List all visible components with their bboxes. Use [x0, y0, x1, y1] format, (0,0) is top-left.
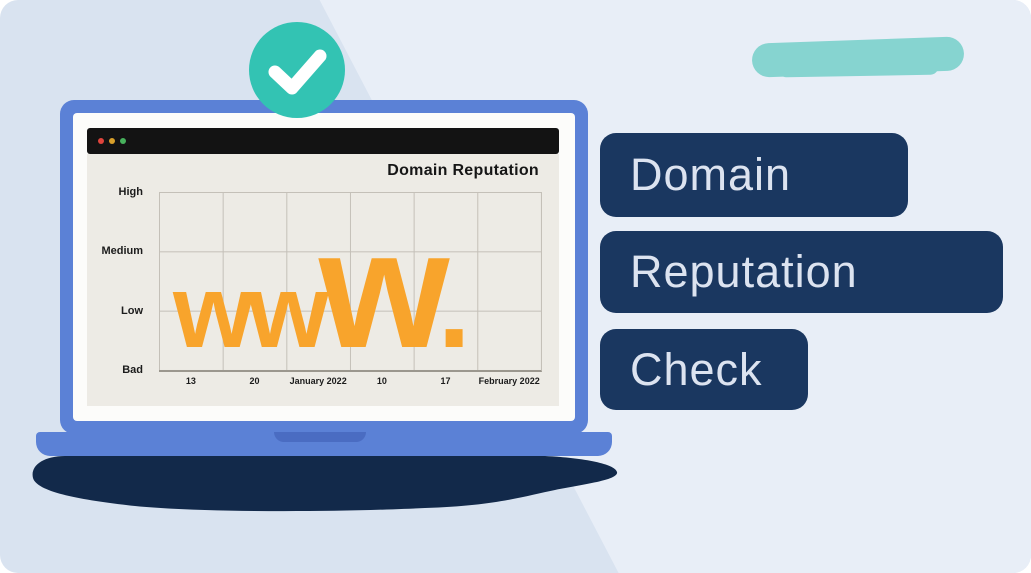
y-axis-label-high: High	[118, 186, 143, 198]
traffic-light-yellow-icon	[109, 138, 115, 144]
www-watermark: www.	[173, 205, 471, 373]
pill-reputation: Reputation	[600, 231, 1003, 313]
www-letters: ww	[173, 253, 329, 370]
check-badge	[249, 22, 345, 118]
laptop-base	[36, 432, 612, 456]
traffic-light-green-icon	[120, 138, 126, 144]
pill-domain: Domain	[600, 133, 908, 217]
traffic-light-red-icon	[98, 138, 104, 144]
y-axis-label-bad: Bad	[122, 364, 143, 376]
www-tall-letter: w	[318, 194, 450, 383]
www-period: .	[437, 238, 471, 373]
x-axis-label: 17	[440, 376, 451, 386]
x-axis-label: February 2022	[478, 376, 540, 386]
x-axis-label: 10	[376, 376, 387, 386]
laptop-ink-shadow	[32, 456, 618, 512]
laptop-screen: Domain Reputation High Medium Low Bad ww…	[60, 100, 588, 434]
pill-domain-label: Domain	[630, 149, 792, 200]
x-axis-label: January 2022	[289, 376, 347, 386]
chart-title: Domain Reputation	[387, 162, 539, 179]
chart-y-axis: High Medium Low Bad	[87, 186, 151, 376]
x-axis-label: 13	[185, 376, 196, 386]
checkmark-icon	[268, 49, 327, 95]
y-axis-label-low: Low	[121, 304, 143, 317]
chart-plot-grid	[159, 192, 542, 372]
pill-check-label: Check	[630, 343, 763, 395]
browser-titlebar	[87, 128, 559, 154]
x-axis-label: 20	[249, 376, 260, 386]
pill-check: Check	[600, 329, 808, 410]
reputation-chart: Domain Reputation High Medium Low Bad ww…	[87, 154, 559, 406]
laptop-display: Domain Reputation High Medium Low Bad ww…	[73, 113, 575, 421]
y-axis-label-medium: Medium	[101, 245, 143, 258]
chart-x-axis: 13 20 January 2022 10 17 February 2022	[159, 376, 541, 386]
teal-brush-stroke	[751, 36, 965, 78]
pill-reputation-label: Reputation	[630, 246, 858, 297]
